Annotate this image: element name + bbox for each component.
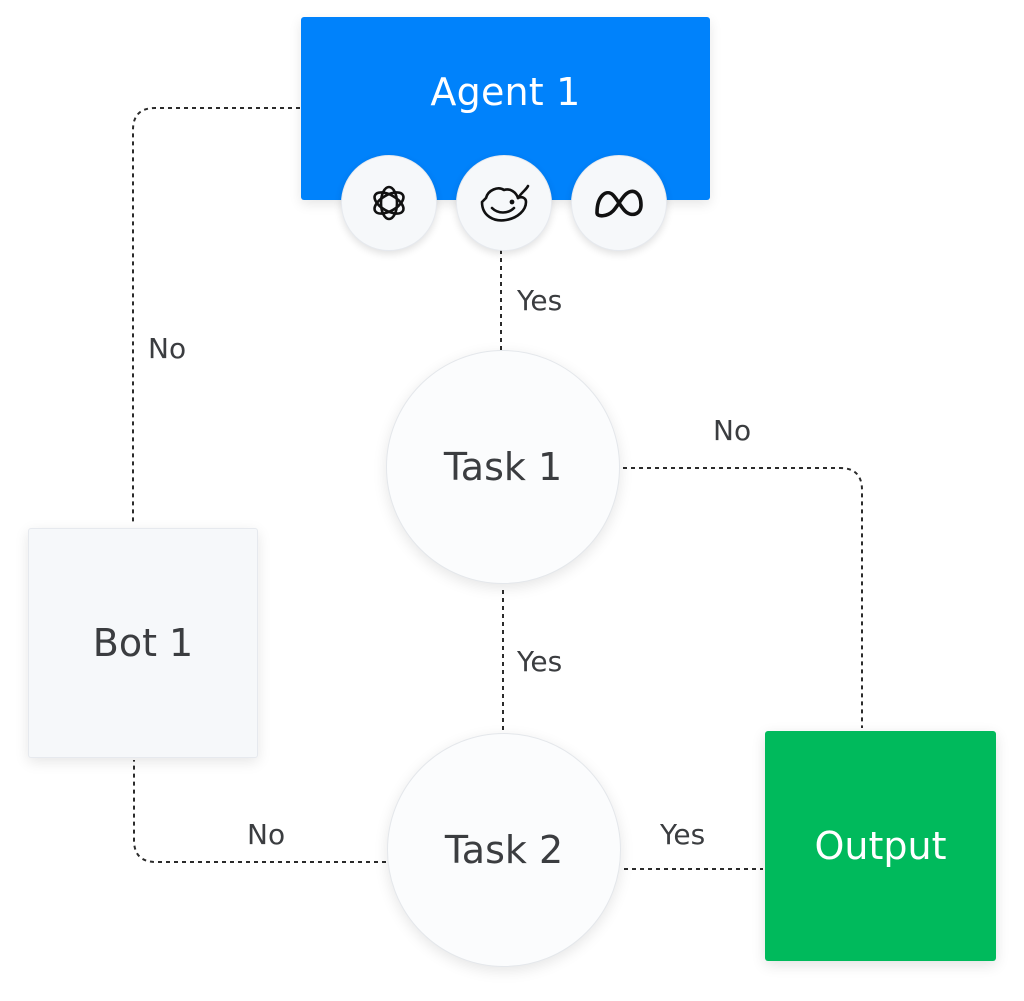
bot-node[interactable]: Bot 1 [28,528,258,758]
task1-node[interactable]: Task 1 [386,350,620,584]
edge-label-task2-output: Yes [660,818,706,851]
connector-task2-bot [133,760,386,863]
connector-agent-bot [132,107,300,524]
edge-label-task2-bot: No [247,818,286,851]
edge-label-task1-task2: Yes [517,645,563,678]
edge-label-task1-output: No [713,414,752,447]
model-badge-openai[interactable] [341,155,437,251]
task2-title: Task 2 [444,828,564,872]
task2-node[interactable]: Task 2 [387,733,621,967]
edge-label-agent-task1: Yes [517,284,563,317]
openai-icon [373,185,405,221]
output-node[interactable]: Output [765,731,996,961]
task1-title: Task 1 [443,445,563,489]
meta-icon [595,189,643,218]
bot-title: Bot 1 [92,621,194,665]
model-badge-deepseek[interactable] [456,155,552,251]
connector-task1-output [623,467,863,728]
output-title: Output [814,824,947,868]
agent-title: Agent 1 [430,70,581,114]
edge-label-agent-bot: No [148,332,187,365]
deepseek-icon [480,184,530,222]
model-badge-meta[interactable] [571,155,667,251]
